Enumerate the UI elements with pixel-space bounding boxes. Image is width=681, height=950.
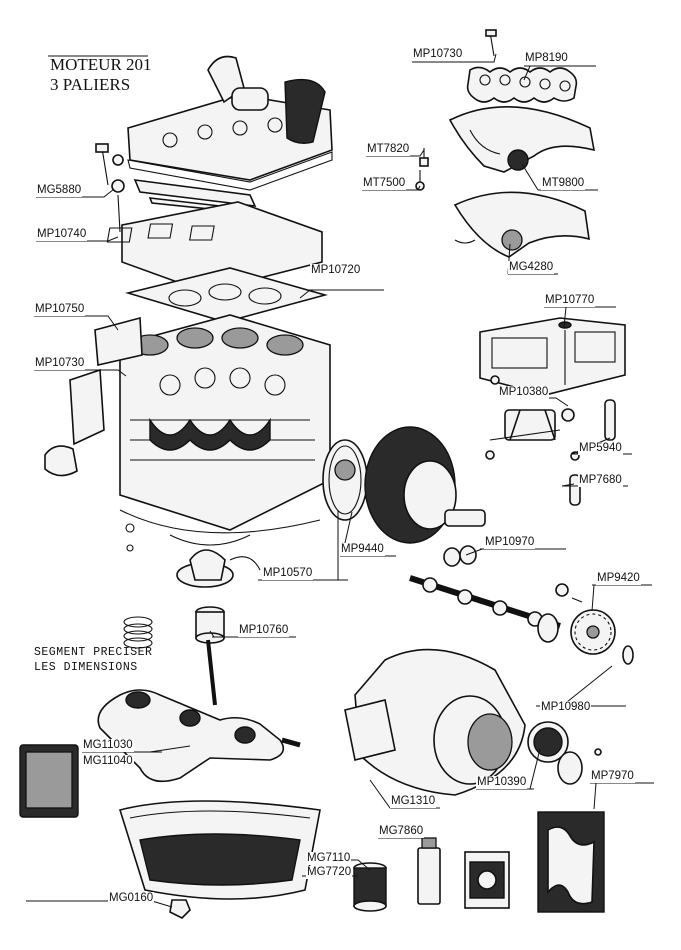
- intake-manifold: [453, 191, 590, 258]
- rocker-cover: [479, 317, 626, 396]
- rocker-assembly: [485, 399, 616, 506]
- cam-sprocket: [570, 609, 634, 665]
- drain-plug: [169, 899, 191, 919]
- label-mp5940: MP5940: [578, 442, 623, 455]
- timing-chain: [322, 439, 368, 521]
- label-mp10750: MP10750: [34, 303, 86, 316]
- cylinder-head-assembly: [127, 55, 333, 191]
- label-mp10740: MP10740: [36, 228, 88, 241]
- engine-block: [44, 314, 331, 552]
- label-mp10730-top: MP10730: [412, 48, 464, 61]
- flywheel: [364, 426, 486, 544]
- label-mg7110: MG7110: [306, 852, 352, 865]
- label-mt9800: MT9800: [541, 177, 586, 190]
- label-mp10390: MP10390: [476, 776, 528, 789]
- label-mg0160: MG0160: [108, 892, 155, 905]
- oil-pan: [118, 800, 321, 900]
- cylinder-head: [106, 201, 323, 293]
- exhaust-manifold: [448, 105, 596, 173]
- gasket-stud: [485, 29, 497, 57]
- piston-assembly: [195, 606, 225, 706]
- workshop-manual: [537, 811, 605, 913]
- label-mp10760: MP10760: [238, 624, 290, 637]
- label-mp9440: MP9440: [340, 543, 385, 556]
- head-bolts: [95, 143, 125, 233]
- camshaft: [409, 575, 561, 643]
- label-mp10770: MP10770: [544, 294, 596, 307]
- timing-cover: [344, 648, 602, 796]
- sealant-box: [464, 851, 510, 909]
- label-mg7720: MG7720: [306, 866, 353, 879]
- manifold-gasket: [466, 66, 578, 103]
- label-mp7680: MP7680: [578, 474, 623, 487]
- label-mg11040: MG11040: [82, 755, 134, 768]
- label-mp10730-left: MP10730: [34, 357, 86, 370]
- label-mg5880: MG5880: [36, 184, 83, 197]
- label-mp10380: MP10380: [498, 386, 550, 399]
- head-gasket: [124, 267, 328, 323]
- label-mt7500: MT7500: [362, 177, 407, 190]
- crank-bearings: [443, 545, 477, 567]
- cam-bolt: [555, 583, 583, 603]
- label-mp7970: MP7970: [590, 770, 635, 783]
- oil-filter: [353, 862, 387, 912]
- label-mp10720: MP10720: [310, 264, 362, 277]
- label-mg7860: MG7860: [378, 825, 425, 838]
- ring-note-line2: LES DIMENSIONS: [34, 661, 138, 674]
- label-mp8190: MP8190: [524, 52, 569, 65]
- label-mp10980: MP10980: [540, 701, 592, 714]
- label-mg1310: MG1310: [390, 795, 437, 808]
- rocker-cover-gasket: [133, 179, 257, 207]
- crankshaft: [97, 689, 301, 783]
- diagram-subtitle: 3 PALIERS: [50, 75, 131, 94]
- oil-tin: [19, 744, 79, 818]
- label-mp10970: MP10970: [484, 536, 536, 549]
- piston-rings: [123, 616, 153, 649]
- ring-note-line1: SEGMENT PRECISER: [34, 646, 153, 659]
- label-mt7820: MT7820: [366, 143, 411, 156]
- label-mg4280: MG4280: [508, 261, 555, 274]
- oil-pump: [176, 549, 261, 588]
- sealant-tube: [417, 837, 441, 905]
- label-mg11030: MG11030: [82, 739, 134, 752]
- manifold-studs: [415, 148, 429, 191]
- diagram-title: MOTEUR 201: [50, 55, 152, 74]
- label-mp10570: MP10570: [262, 567, 314, 580]
- label-mp9420: MP9420: [596, 572, 641, 585]
